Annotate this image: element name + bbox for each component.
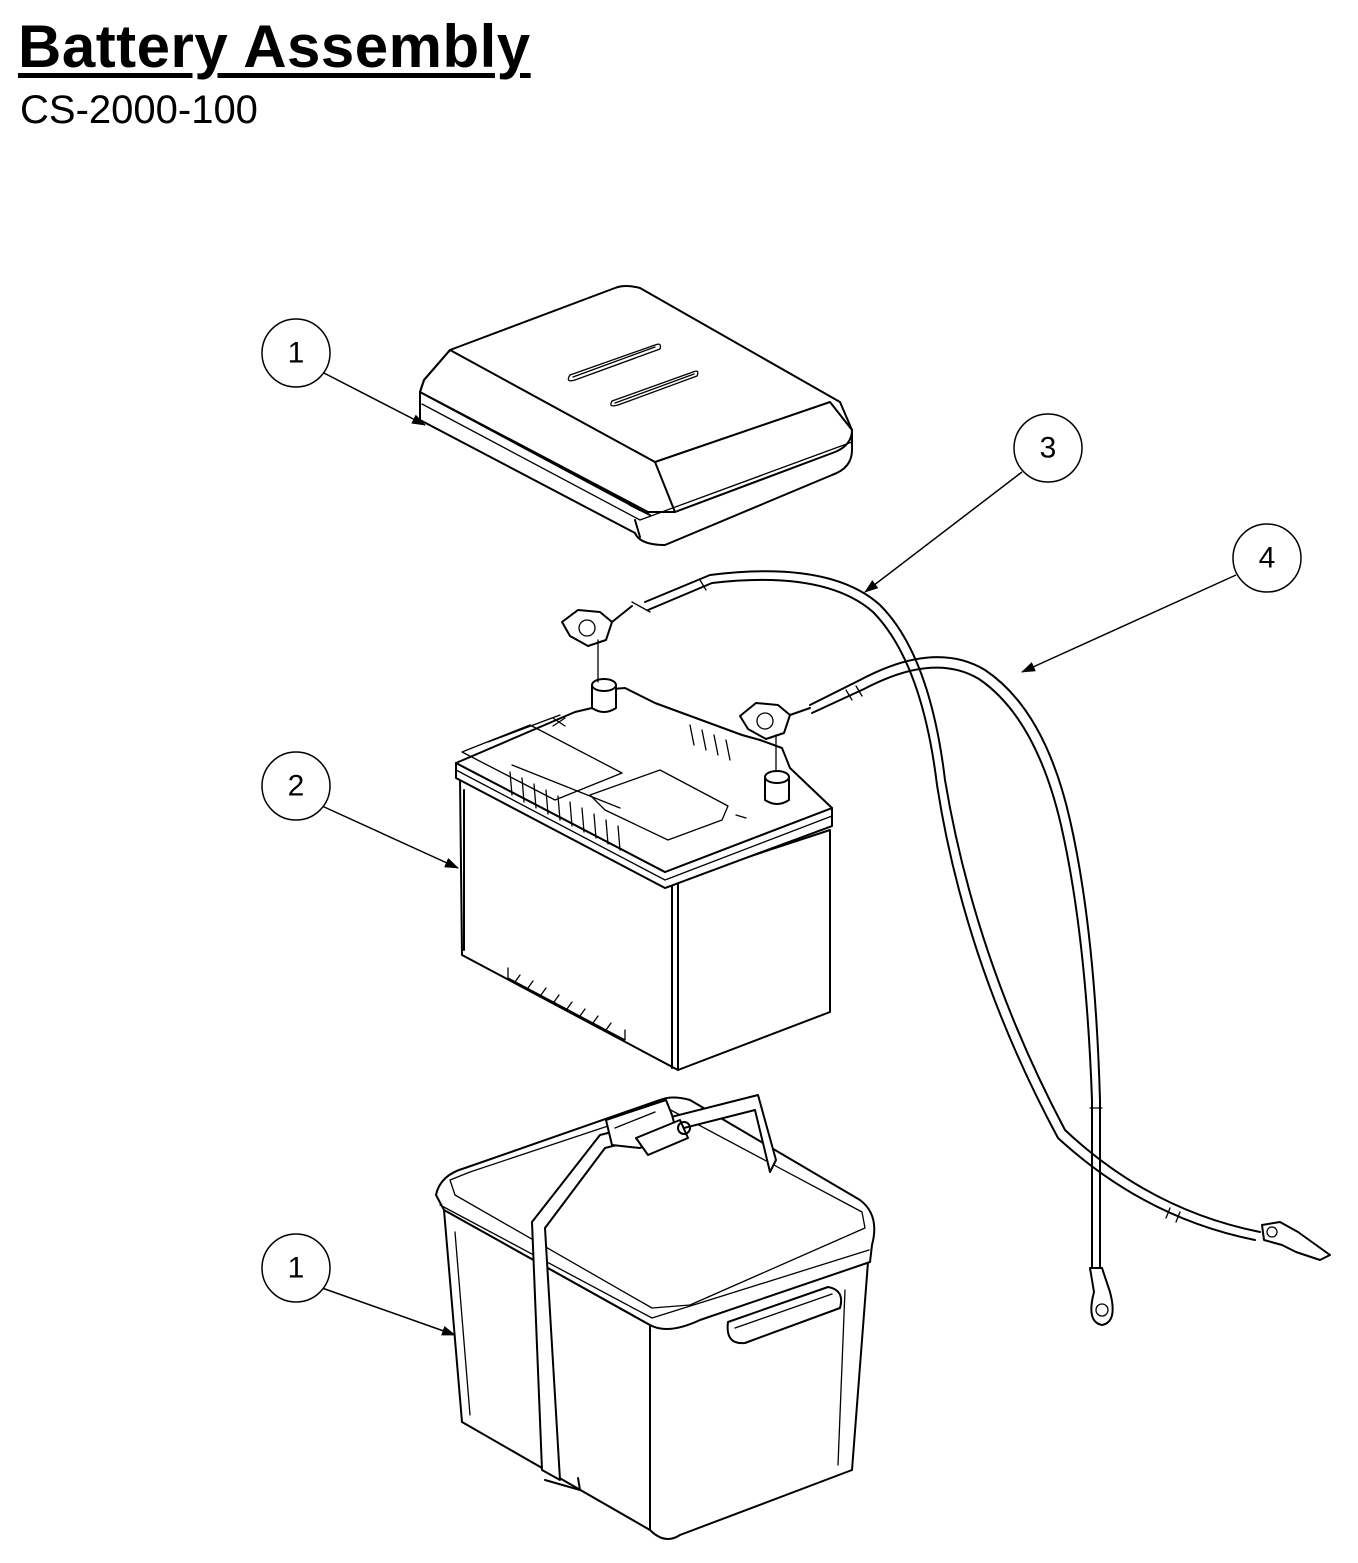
battery-terminal-positive bbox=[764, 770, 790, 805]
callout-box-base: 1 bbox=[261, 1233, 456, 1336]
lid-vent-slots bbox=[567, 343, 699, 407]
battery-vent-ribs bbox=[509, 724, 731, 851]
svg-text:3: 3 bbox=[1040, 432, 1057, 465]
battery-box-handle bbox=[726, 1286, 843, 1345]
callout-battery: 2 bbox=[261, 751, 459, 869]
battery-box-lid bbox=[419, 285, 853, 546]
battery-terminal-negative bbox=[591, 678, 617, 713]
cable-4-clamp-terminal bbox=[739, 702, 811, 771]
battery-box-base bbox=[435, 1094, 876, 1540]
cable-4-ring-terminal bbox=[1089, 1267, 1114, 1326]
battery bbox=[455, 678, 833, 1071]
callout-lid: 1 bbox=[261, 318, 426, 426]
page-title: Battery Assembly bbox=[18, 13, 531, 80]
cable-3 bbox=[561, 570, 1331, 1261]
svg-text:1: 1 bbox=[288, 1252, 305, 1285]
cable-3-clamp-terminal bbox=[561, 605, 633, 683]
cable-4 bbox=[739, 656, 1114, 1326]
cable-3-lug-terminal bbox=[1261, 1221, 1331, 1261]
battery-box-strap bbox=[531, 1094, 777, 1491]
svg-text:2: 2 bbox=[288, 770, 305, 803]
battery-bottom-rail bbox=[507, 967, 626, 1041]
svg-text:1: 1 bbox=[288, 337, 305, 370]
svg-text:4: 4 bbox=[1259, 542, 1276, 575]
callout-cable-3: 3 bbox=[864, 413, 1083, 593]
part-number: CS-2000-100 bbox=[20, 88, 258, 132]
callout-cable-4: 4 bbox=[1021, 523, 1302, 673]
